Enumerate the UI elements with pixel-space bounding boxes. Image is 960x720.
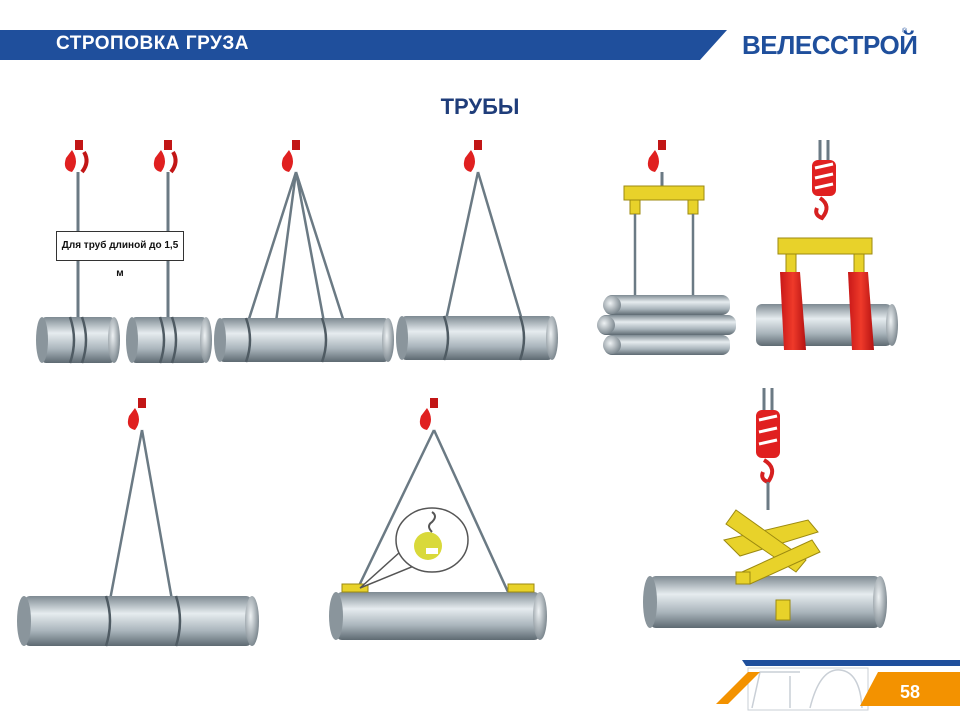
pipe-length-label: Для труб длиной до 1,5 м [56, 231, 184, 279]
hook-icon [647, 140, 666, 172]
company-logo: ВЕЛЕССТРОЙ [742, 30, 918, 60]
hook-icon [153, 140, 178, 174]
hook-icon [419, 398, 438, 430]
callout-bubble [359, 507, 469, 589]
scene-short-pipes [36, 140, 212, 364]
scene-scissor-clamp [643, 388, 887, 628]
footer-decoration [716, 660, 960, 711]
page-number: 58 [900, 682, 921, 702]
hook-block-icon [812, 160, 836, 221]
hook-block-icon [756, 410, 780, 485]
header-band [0, 30, 960, 60]
header-title: СТРОПОВКА ГРУЗА [56, 33, 249, 54]
hook-icon [64, 140, 89, 174]
scene-red-straps [756, 140, 898, 350]
hook-icon [463, 140, 482, 172]
logo-registered-mark: ® [902, 28, 908, 35]
scene-single-sling [396, 140, 558, 361]
slide-title: ТРУБЫ [440, 94, 520, 119]
hook-icon [281, 140, 300, 172]
scene-pipe-bundle [597, 140, 736, 355]
hook-icon [127, 398, 146, 430]
scene-double-loop [214, 140, 394, 363]
scene-end-hooks [329, 398, 547, 640]
scene-choke-hitch [17, 398, 259, 647]
